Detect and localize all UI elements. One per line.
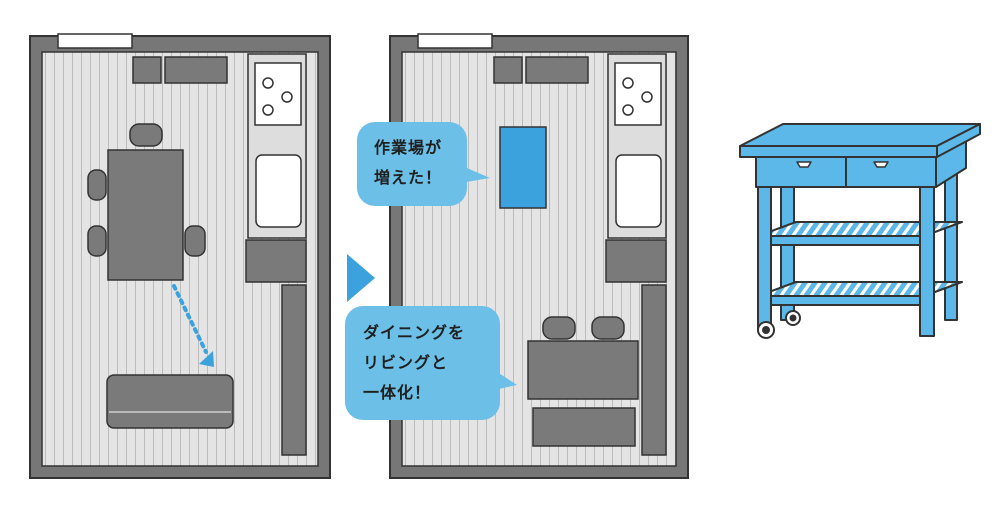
sink — [255, 154, 302, 228]
upper-cabinet — [525, 56, 589, 84]
bubble-text-workspace: 作業場が 増えた！ — [374, 133, 442, 193]
upper-cabinet — [164, 56, 228, 84]
window — [417, 33, 493, 49]
stove-top — [614, 62, 662, 126]
upper-cabinet — [132, 56, 162, 84]
bubble-line: 作業場が — [374, 138, 443, 157]
kitchen-cart-illustration — [739, 123, 981, 339]
kitchen-cart — [499, 126, 547, 209]
stove-top — [254, 62, 302, 126]
gas-burner-icon — [262, 77, 293, 116]
dining-table — [527, 340, 639, 400]
floor-plan-before — [29, 33, 331, 479]
dining-set — [87, 123, 206, 281]
arrow-head — [199, 351, 214, 367]
bubble-line: 増えた！ — [374, 168, 443, 187]
gas-burner-icon — [622, 77, 653, 116]
upper-cabinet — [493, 56, 523, 84]
chair — [542, 316, 625, 340]
drawer-handle — [796, 161, 812, 168]
sink — [615, 154, 662, 228]
sofa — [106, 374, 234, 429]
speech-bubble-workspace — [357, 122, 490, 206]
bench — [532, 407, 636, 447]
bubble-line: ダイニングを — [363, 323, 466, 342]
triangle-right-icon — [347, 254, 375, 302]
chair — [87, 123, 206, 257]
refrigerator — [245, 239, 307, 283]
dining-table — [107, 149, 184, 281]
dining-set — [527, 316, 639, 400]
refrigerator — [605, 239, 667, 283]
bubble-text-dining: ダイニングを リビングと 一体化！ — [363, 318, 465, 408]
bubble-line: 一体化！ — [363, 383, 432, 402]
storage-shelf — [281, 284, 307, 456]
storage-shelf — [641, 284, 667, 456]
bubble-line: リビングと — [363, 353, 449, 372]
window — [57, 33, 133, 49]
drawer-handle — [873, 161, 889, 168]
dotted-arrow-icon — [172, 284, 208, 354]
speech-bubble-dining — [345, 306, 517, 420]
